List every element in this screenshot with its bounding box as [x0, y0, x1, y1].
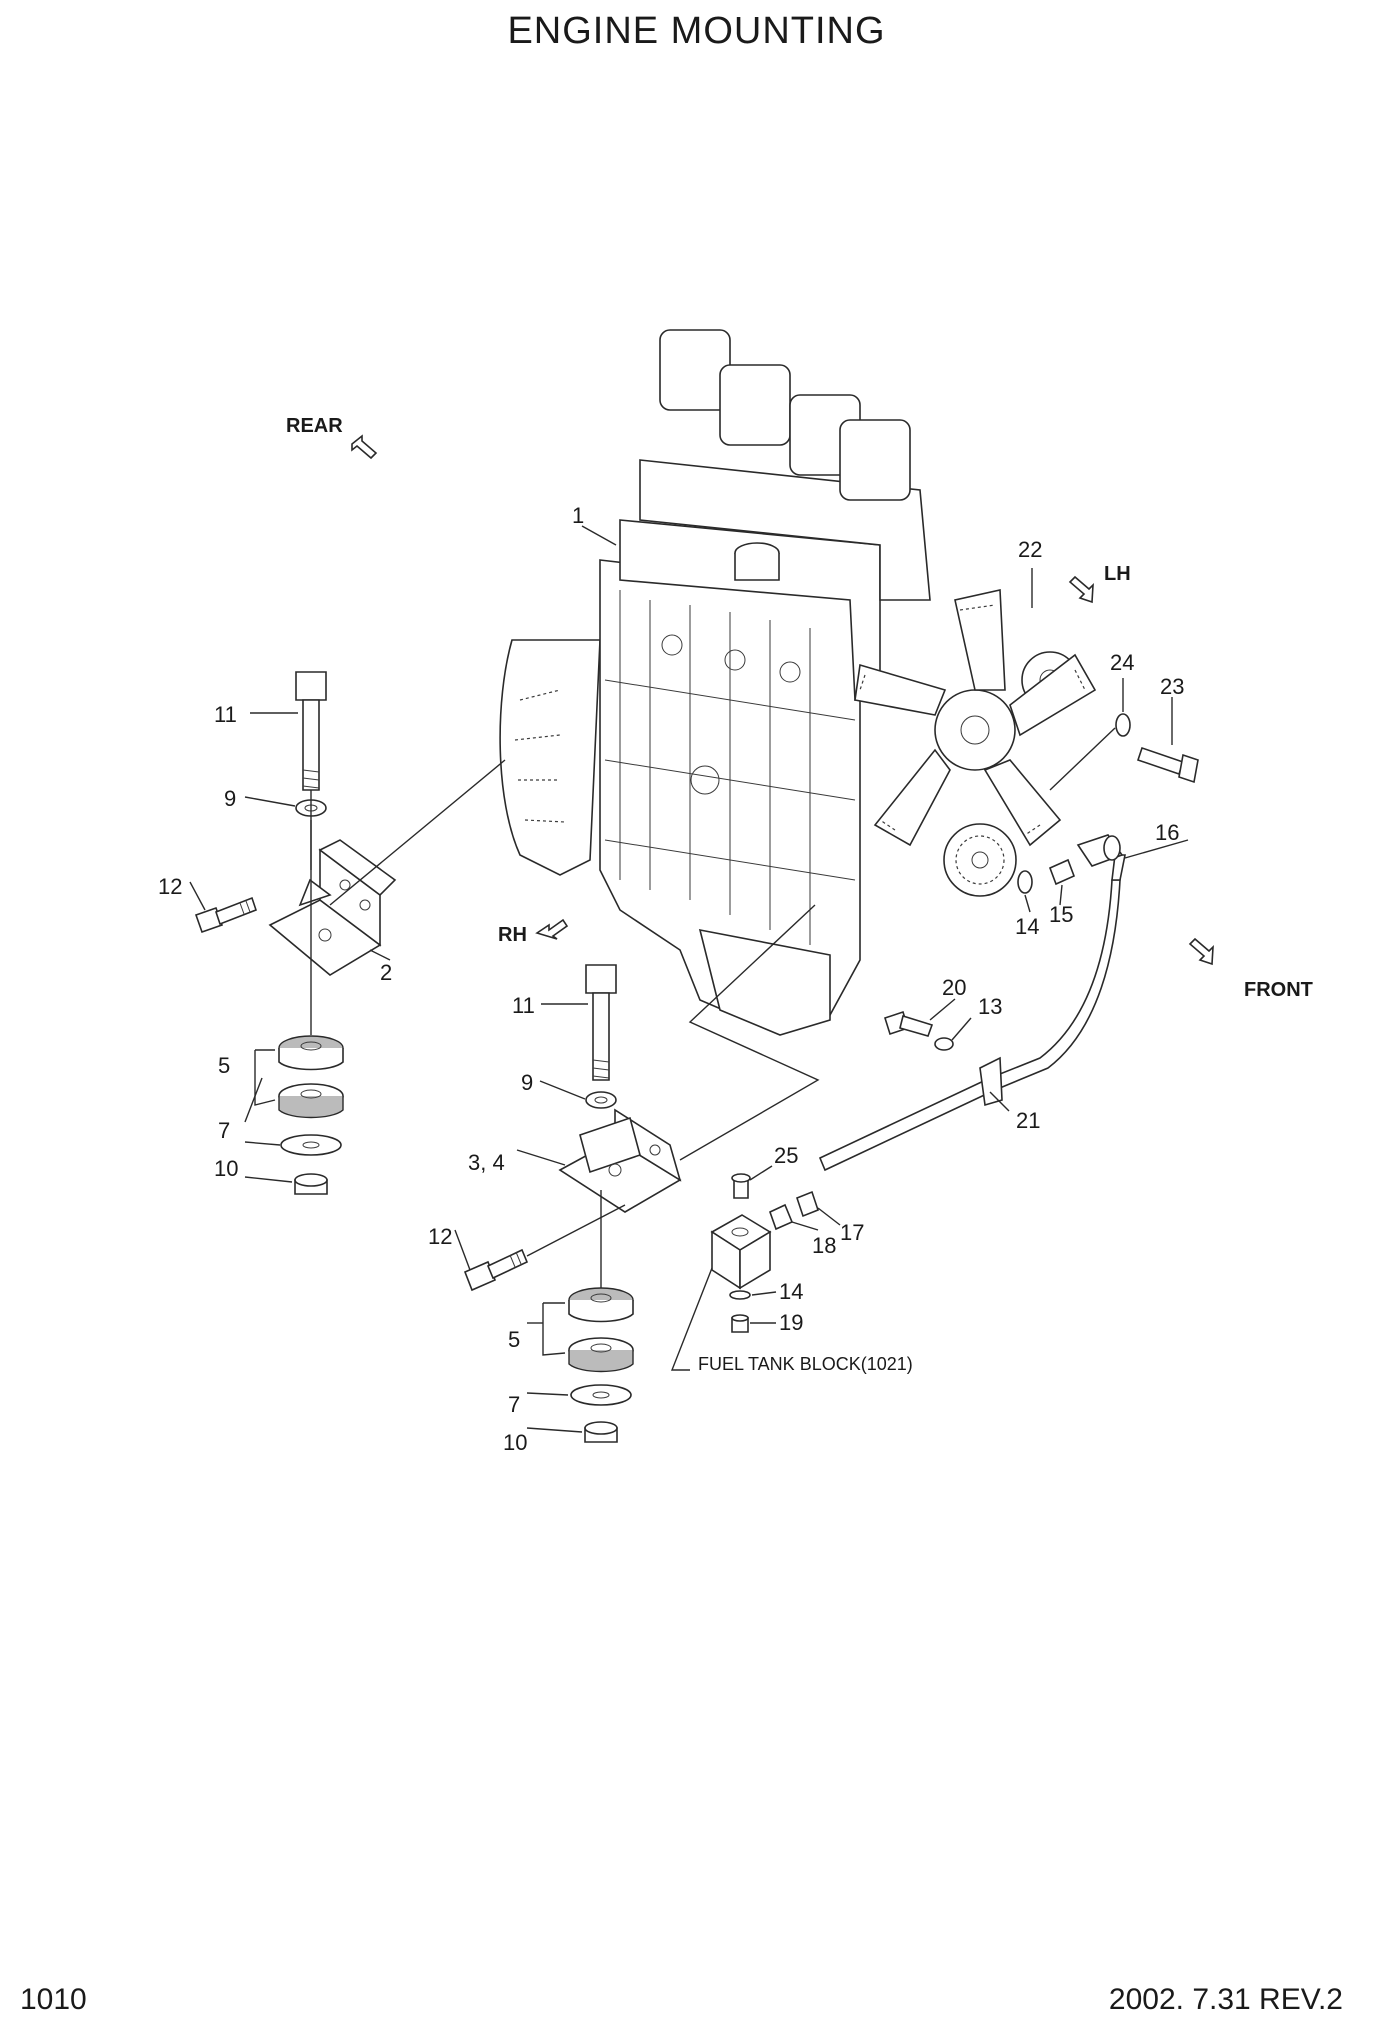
page-number: 1010 [20, 1983, 87, 2016]
callout-23: 23 [1160, 674, 1184, 699]
callout-24: 24 [1110, 650, 1134, 675]
callout-9-left: 9 [224, 786, 236, 811]
callout-12-left: 12 [158, 874, 182, 899]
callout-14-upper: 14 [1015, 914, 1039, 939]
rear-arrow-icon [351, 434, 378, 460]
right-mount-stack [463, 904, 820, 1443]
cooling-fan [854, 589, 1097, 847]
callout-12-right: 12 [428, 1224, 452, 1249]
leader-lines [189, 525, 1189, 1433]
front-arrow-icon [1188, 937, 1214, 966]
callout-10-right: 10 [503, 1430, 527, 1455]
callout-2: 2 [380, 960, 392, 985]
callout-17: 17 [840, 1220, 864, 1245]
callout-16: 16 [1155, 820, 1179, 845]
callout-19: 19 [779, 1310, 803, 1335]
callout-21: 21 [1016, 1108, 1040, 1133]
lh-arrow-icon [1068, 575, 1094, 604]
callout-11-left: 11 [214, 702, 237, 727]
lh-label: LH [1104, 563, 1131, 585]
page-title: ENGINE MOUNTING [507, 10, 886, 52]
callout-14-lower: 14 [779, 1279, 803, 1304]
callout-7-right: 7 [508, 1392, 520, 1417]
fuel-line-assembly [670, 713, 1199, 1371]
callout-22: 22 [1018, 537, 1042, 562]
callout-15: 15 [1049, 902, 1073, 927]
callout-9-right: 9 [521, 1070, 533, 1095]
left-mount-stack [194, 671, 506, 1195]
engine-assembly [499, 329, 1079, 1036]
revision-date: 2002. 7.31 REV.2 [1108, 1983, 1343, 2016]
callout-25: 25 [774, 1143, 798, 1168]
callout-20: 20 [942, 975, 966, 1000]
callout-1: 1 [572, 503, 584, 528]
fuel-tank-block-note: FUEL TANK BLOCK(1021) [698, 1354, 913, 1374]
callout-5-left: 5 [218, 1053, 230, 1078]
callout-11-right: 11 [512, 993, 535, 1018]
front-label: FRONT [1244, 979, 1313, 1001]
callout-5-right: 5 [508, 1327, 520, 1352]
callout-3-4: 3, 4 [468, 1150, 505, 1175]
rh-label: RH [498, 924, 527, 946]
rh-arrow-icon [535, 918, 569, 940]
callout-18: 18 [812, 1233, 836, 1258]
rear-label: REAR [286, 415, 343, 437]
direction-arrows [351, 434, 1214, 966]
callout-7-left: 7 [218, 1118, 230, 1143]
callout-10-left: 10 [214, 1156, 238, 1181]
callout-13: 13 [978, 994, 1002, 1019]
